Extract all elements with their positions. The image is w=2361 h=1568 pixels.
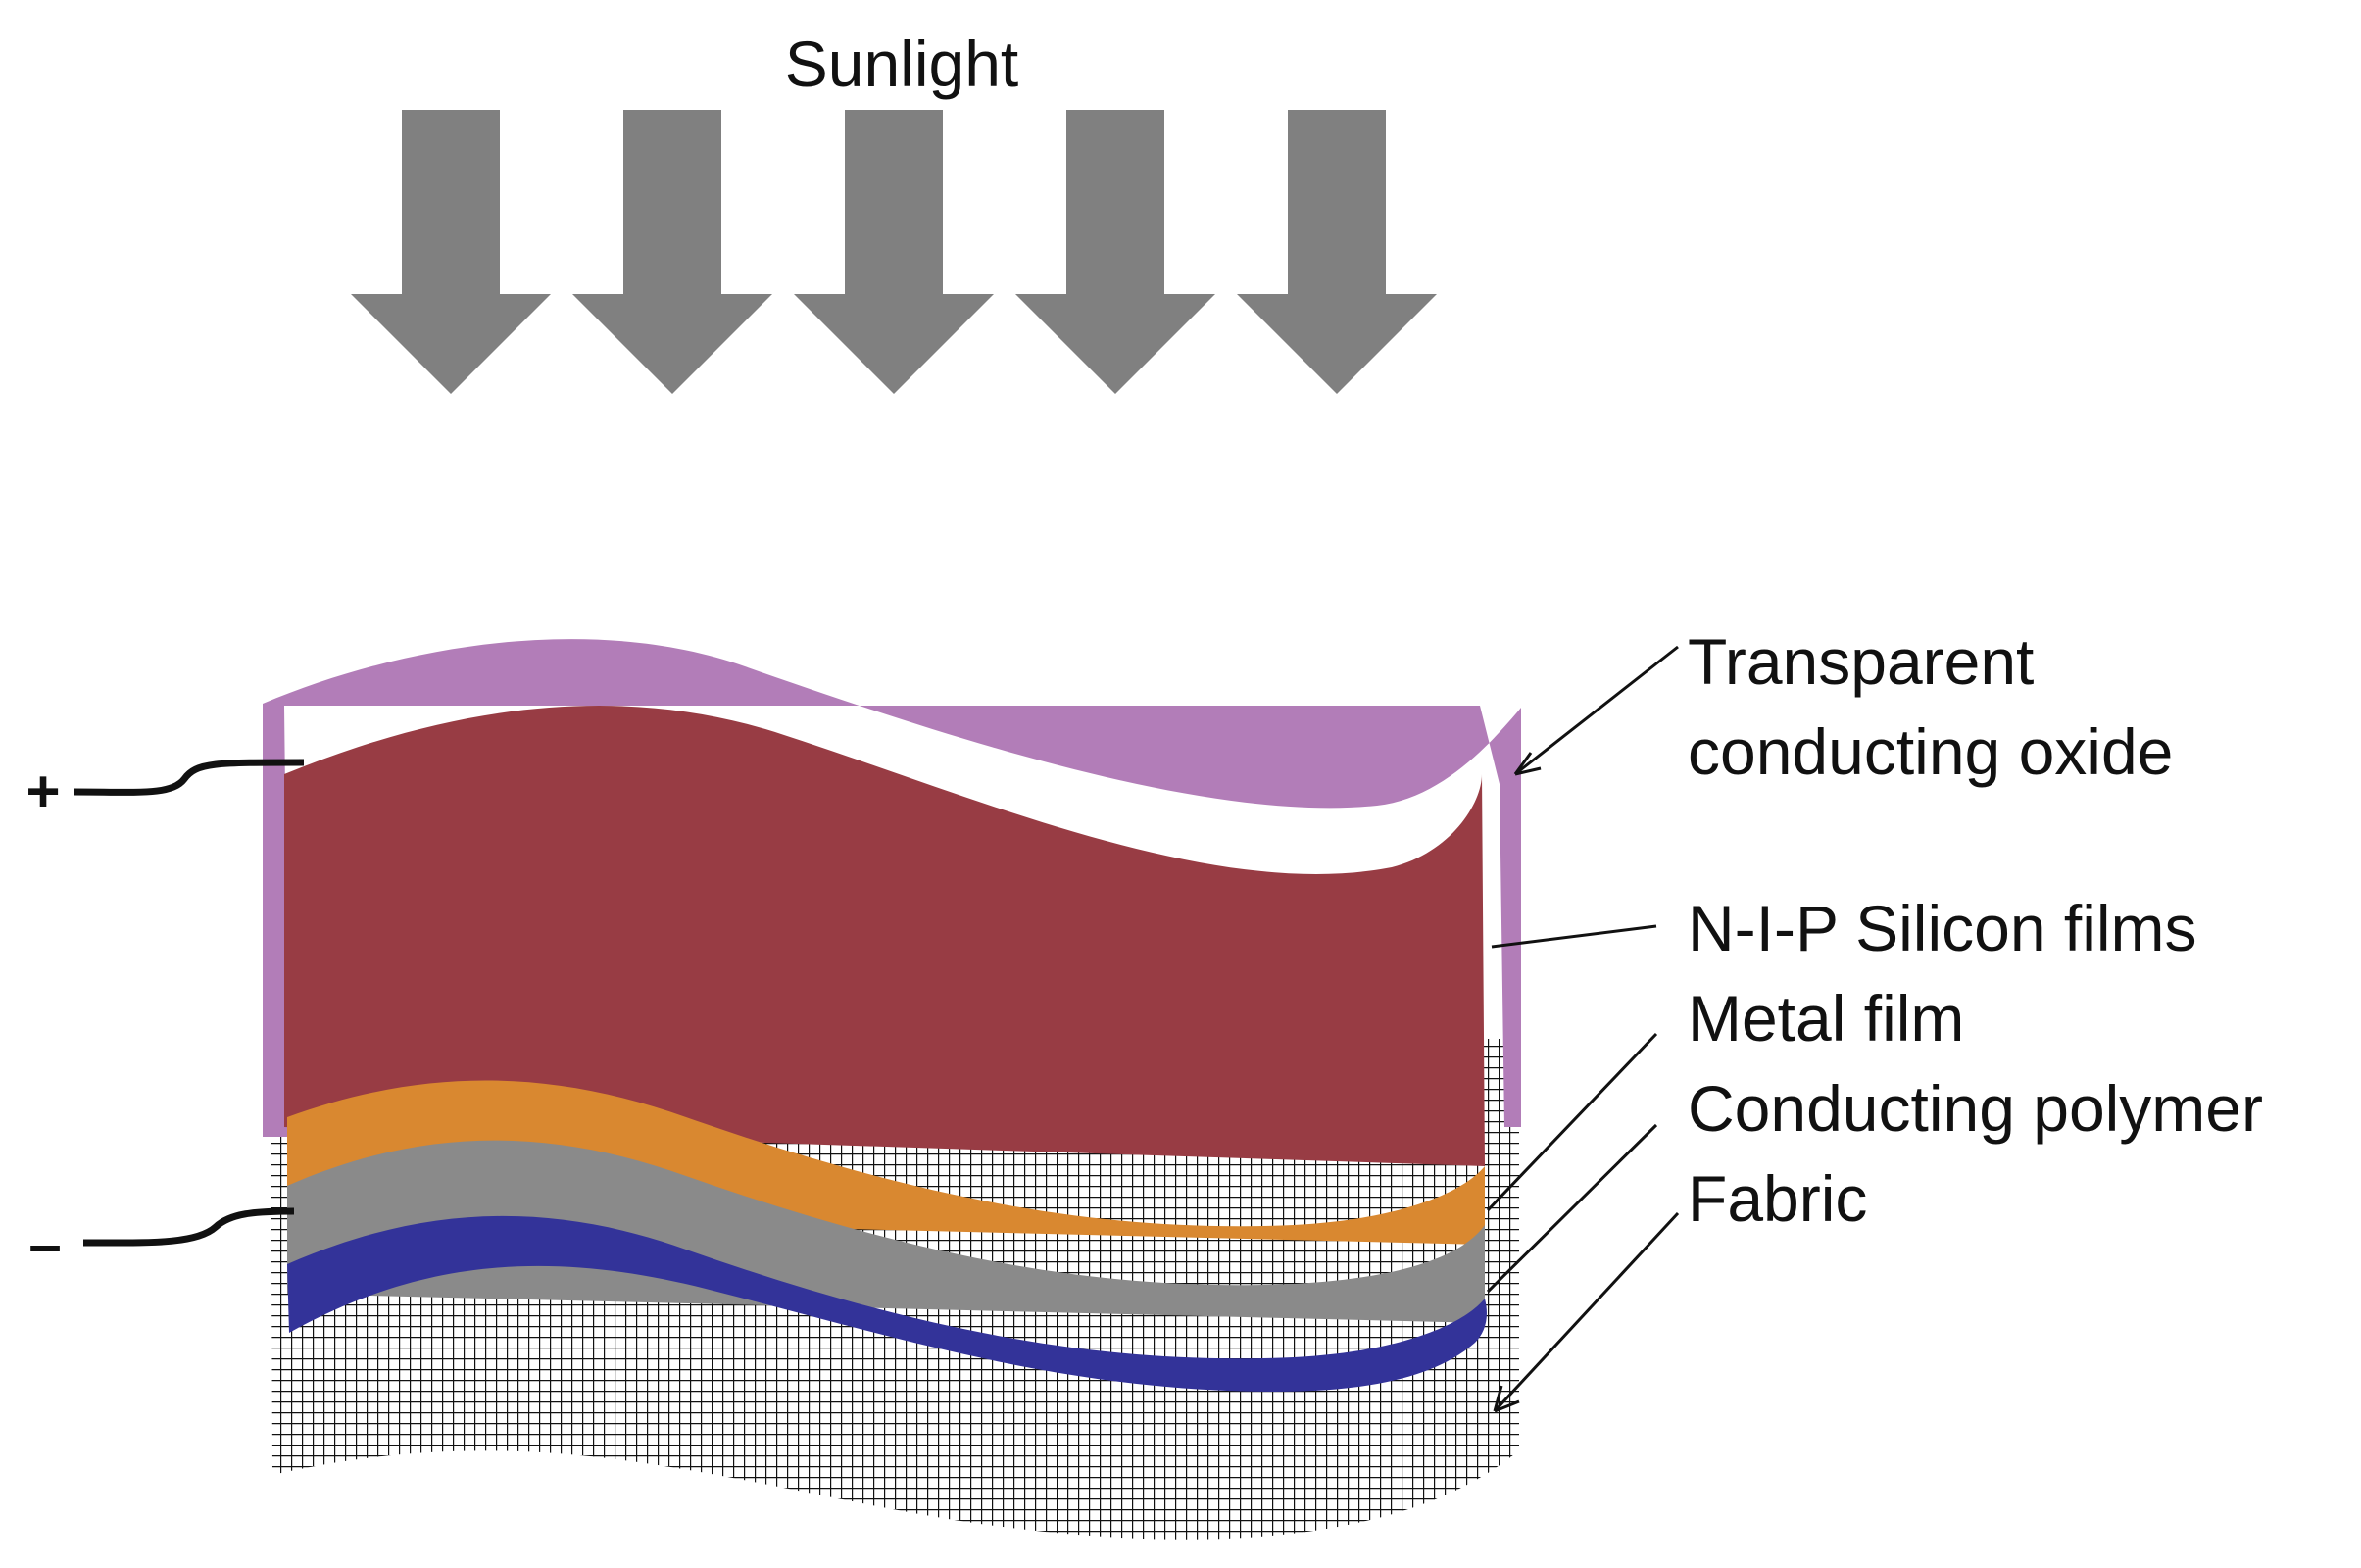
sunlight-arrow-4 xyxy=(1015,110,1215,394)
leader-line-fabric xyxy=(1493,1211,1680,1413)
sunlight-arrow-3 xyxy=(794,110,994,394)
label-fabric: Fabric xyxy=(1688,1162,1867,1235)
leader-line-metal xyxy=(1486,1032,1658,1212)
negative-terminal: – xyxy=(28,1211,61,1277)
sunlight-arrows xyxy=(351,110,1437,394)
transparent-conducting-oxide-layer xyxy=(263,639,1521,1137)
label-metal: Metal film xyxy=(1688,982,1964,1054)
sunlight-arrow-5 xyxy=(1237,110,1437,394)
label-polymer: Conducting polymer xyxy=(1688,1072,2263,1145)
fabric-blue-layer xyxy=(287,1215,1487,1392)
sunlight-arrow-2 xyxy=(572,110,772,394)
nip-silicon-layer xyxy=(284,706,1485,1166)
label-oxide-line-2: conducting oxide xyxy=(1688,715,2173,788)
layer-labels: Transparent conducting oxide N-I-P Silic… xyxy=(1688,625,2263,1235)
terminal-wires xyxy=(73,759,305,1247)
leader-arrowhead-oxide xyxy=(1513,752,1542,776)
leader-line-oxide xyxy=(1514,645,1679,776)
sunlight-title: Sunlight xyxy=(785,27,1019,100)
leader-line-polymer xyxy=(1486,1123,1658,1294)
leader-arrowhead-fabric xyxy=(1493,1385,1520,1413)
label-oxide-line-1: Transparent xyxy=(1688,625,2034,698)
conducting-polymer-layer xyxy=(287,1140,1485,1323)
leader-lines xyxy=(1486,645,1680,1413)
positive-terminal: + xyxy=(25,759,60,824)
leader-line-silicon xyxy=(1491,924,1657,949)
positive-wire xyxy=(73,759,305,796)
sunlight-arrow-1 xyxy=(351,110,551,394)
negative-wire xyxy=(82,1207,295,1247)
label-silicon: N-I-P Silicon films xyxy=(1688,892,2197,964)
